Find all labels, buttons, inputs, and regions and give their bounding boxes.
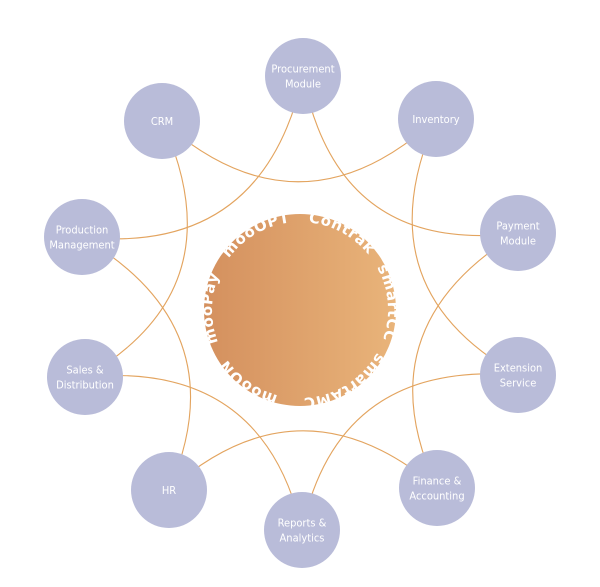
module-node-circle: [44, 199, 120, 275]
module-node-label: Production: [56, 224, 109, 237]
module-node-label: Procurement: [271, 63, 334, 76]
connector-arc: [412, 232, 519, 489]
module-nodes: ProcurementModuleInventoryPaymentModuleE…: [44, 38, 556, 568]
module-node-label: Sales &: [66, 364, 103, 377]
module-node-inventory: Inventory: [398, 81, 474, 157]
connector-arc: [302, 75, 519, 237]
module-node-circle: [480, 195, 556, 271]
module-node-label: Reports &: [278, 517, 327, 530]
module-node-hr: HR: [131, 452, 207, 528]
module-node-circle: [265, 38, 341, 114]
module-node-finance: Finance & Accounting: [399, 450, 475, 526]
module-node-label: Accounting: [409, 490, 464, 503]
module-node-label: Inventory: [412, 113, 459, 126]
module-node-label: Analytics: [280, 532, 325, 545]
module-node-label: Extension: [494, 362, 543, 375]
module-node-circle: [47, 339, 123, 415]
module-node-label: HR: [162, 484, 176, 497]
connector-arc: [168, 430, 438, 491]
module-node-circle: [124, 83, 200, 159]
module-node-crm: CRM: [124, 83, 200, 159]
module-node-circle: [131, 452, 207, 528]
module-node-label: Module: [500, 235, 536, 248]
core-circle: [204, 214, 396, 406]
module-node-circle: [264, 492, 340, 568]
module-node-label: Module: [285, 78, 321, 91]
module-node-circle: [399, 450, 475, 526]
connector-arc: [301, 373, 519, 531]
connector-arc: [84, 375, 303, 531]
module-node-reports: Reports & Analytics: [264, 492, 340, 568]
connector-arc: [81, 75, 304, 240]
module-node-label: Finance &: [413, 475, 462, 488]
module-node-label: Payment: [496, 220, 539, 233]
module-node-label: Distribution: [56, 379, 114, 392]
connector-arc: [411, 118, 519, 376]
module-node-sales: Sales & Distribution: [47, 339, 123, 415]
module-node-circle: [398, 81, 474, 157]
connector-arc: [81, 236, 192, 491]
module-node-label: CRM: [151, 115, 173, 128]
connector-lines: [81, 75, 519, 531]
module-node-label: Service: [500, 377, 537, 390]
connector-arc: [161, 118, 437, 183]
module-node-circle: [480, 337, 556, 413]
connector-arc: [84, 120, 188, 378]
module-node-label: Management: [49, 239, 114, 252]
